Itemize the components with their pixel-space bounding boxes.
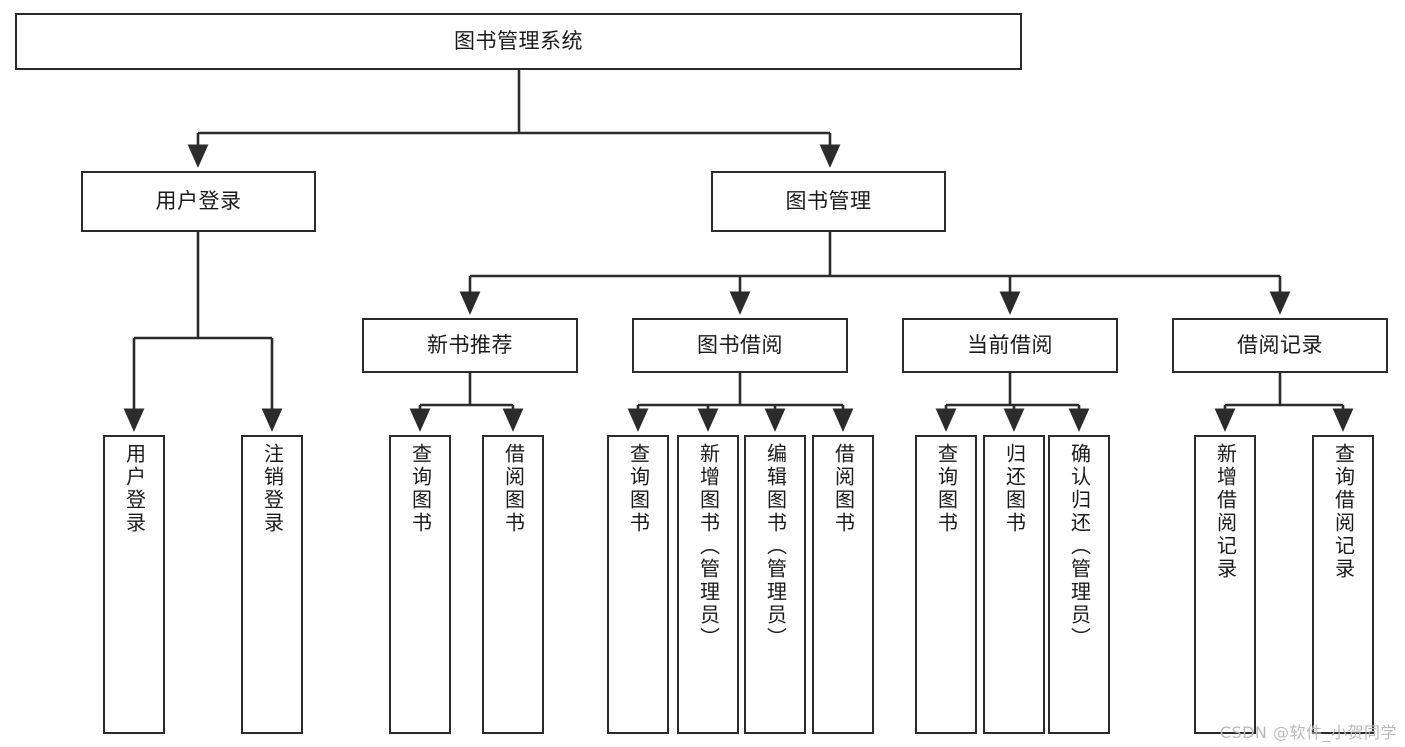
leaf-borrow-query-book[interactable]: 查询图书 [607, 435, 669, 734]
leaf-borrow-add-book-admin[interactable]: 新增图书（管理员） [677, 435, 739, 734]
leaf-borrow-borrow-book[interactable]: 借阅图书 [812, 435, 874, 734]
node-label: 查询图书 [934, 443, 959, 535]
leaf-recommend-query-book[interactable]: 查询图书 [389, 435, 451, 734]
node-label: 查询图书 [408, 443, 433, 535]
node-label: 新书推荐 [427, 333, 513, 358]
node-label: 图书管理 [785, 189, 872, 214]
node-label: 借阅图书 [501, 443, 526, 535]
node-label: 新增图书（管理员） [696, 443, 721, 650]
node-label: 查询借阅记录 [1331, 443, 1356, 581]
node-label: 借阅图书 [831, 443, 856, 535]
node-label: 图书借阅 [697, 333, 783, 358]
node-book-borrow[interactable]: 图书借阅 [632, 318, 848, 373]
node-root-library-system[interactable]: 图书管理系统 [15, 13, 1022, 70]
leaf-current-confirm-return-admin[interactable]: 确认归还（管理员） [1048, 435, 1110, 734]
node-label: 图书管理系统 [454, 29, 583, 54]
leaf-borrow-edit-book-admin[interactable]: 编辑图书（管理员） [744, 435, 806, 734]
node-label: 确认归还（管理员） [1067, 443, 1092, 650]
node-book-management[interactable]: 图书管理 [711, 171, 946, 232]
node-label: 编辑图书（管理员） [763, 443, 788, 650]
node-label: 归还图书 [1002, 443, 1027, 535]
leaf-recommend-borrow-book[interactable]: 借阅图书 [482, 435, 544, 734]
node-user-login[interactable]: 用户登录 [81, 171, 316, 232]
node-borrow-record[interactable]: 借阅记录 [1172, 318, 1388, 373]
node-label: 新增借阅记录 [1213, 443, 1238, 581]
node-new-book-recommend[interactable]: 新书推荐 [362, 318, 578, 373]
node-current-borrow[interactable]: 当前借阅 [902, 318, 1118, 373]
node-label: 用户登录 [122, 443, 147, 535]
leaf-user-login-login[interactable]: 用户登录 [103, 435, 165, 734]
leaf-record-add-record[interactable]: 新增借阅记录 [1194, 435, 1256, 734]
leaf-user-login-logout[interactable]: 注销登录 [241, 435, 303, 734]
node-label: 注销登录 [260, 443, 285, 535]
csdn-watermark: CSDN @软件_小贺同学 [1219, 723, 1397, 742]
leaf-current-query-book[interactable]: 查询图书 [915, 435, 977, 734]
node-label: 当前借阅 [967, 333, 1053, 358]
node-label: 查询图书 [626, 443, 651, 535]
node-label: 用户登录 [155, 189, 242, 214]
leaf-current-return-book[interactable]: 归还图书 [983, 435, 1045, 734]
node-label: 借阅记录 [1237, 333, 1323, 358]
leaf-record-query-record[interactable]: 查询借阅记录 [1312, 435, 1374, 734]
